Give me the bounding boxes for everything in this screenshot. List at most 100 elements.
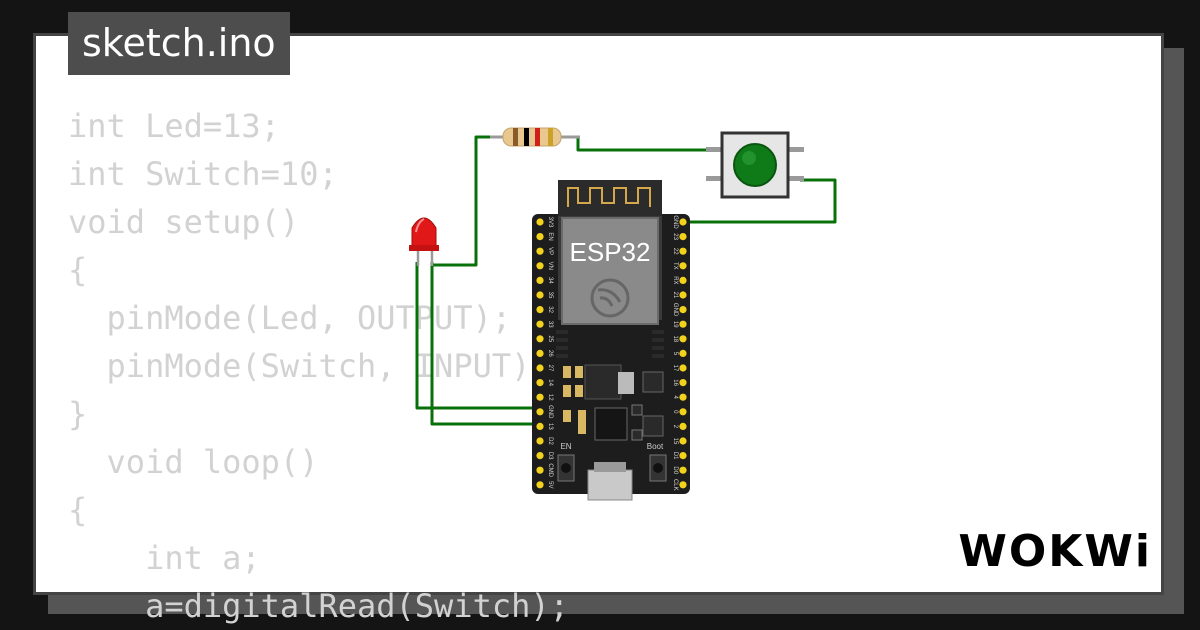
right-pin[interactable] (679, 364, 687, 372)
wire-resistor-to-button[interactable] (576, 137, 712, 152)
right-pin[interactable] (679, 422, 687, 430)
code-line: { (68, 491, 88, 529)
right-pin-label: CLK (672, 479, 678, 491)
wire-resistor-to-led[interactable] (431, 135, 492, 267)
right-pin-label: GND (672, 215, 678, 229)
right-pin[interactable] (679, 262, 687, 270)
left-pin[interactable] (536, 276, 544, 284)
left-pin-label: GND (547, 405, 553, 419)
code-line: void setup() (68, 203, 300, 241)
left-pin[interactable] (536, 306, 544, 314)
right-pin[interactable] (679, 466, 687, 474)
right-pin[interactable] (679, 247, 687, 255)
left-pin-label: 5V (547, 481, 553, 488)
left-pin-label: 25 (547, 335, 553, 342)
espressif-logo-icon (590, 278, 630, 318)
left-pin-label: 34 (547, 277, 553, 284)
right-pin[interactable] (679, 233, 687, 241)
pushbutton[interactable] (706, 131, 804, 199)
wokwi-logo: WOKWi (958, 526, 1152, 577)
esp32-board[interactable]: ESP32 EN Boot (532, 180, 690, 501)
left-pin-label: 26 (547, 350, 553, 357)
left-pin[interactable] (536, 218, 544, 226)
right-pin[interactable] (679, 408, 687, 416)
right-pin[interactable] (679, 291, 687, 299)
left-pin-label: 35 (547, 292, 553, 299)
right-pin-label: 15 (672, 438, 678, 445)
right-pin-label: 17 (672, 365, 678, 372)
left-pin-label: VP (547, 247, 553, 255)
left-pin[interactable] (536, 379, 544, 387)
left-pin-label: 12 (547, 394, 553, 401)
left-pin-label: 32 (547, 306, 553, 313)
code-line: pinMode(Switch, INPUT); (68, 347, 550, 385)
wire-led-to-pin13[interactable] (430, 262, 540, 426)
right-pin-label: 21 (672, 292, 678, 299)
wire-button-to-gnd[interactable] (688, 178, 837, 224)
right-pin[interactable] (679, 452, 687, 460)
left-pin[interactable] (536, 291, 544, 299)
code-line: void loop() (68, 443, 319, 481)
code-line: { (68, 251, 88, 289)
left-pin-header: 3V3ENVPVN343532332526271412GND13D2D3CMD5… (536, 217, 553, 489)
code-line: a=digitalRead(Switch); (68, 587, 569, 625)
wire-led-to-gnd[interactable] (415, 262, 540, 410)
file-tab[interactable]: sketch.ino (68, 12, 290, 75)
right-pin[interactable] (679, 335, 687, 343)
resistor[interactable] (490, 127, 580, 147)
code-background: int Led=13; int Switch=10; void setup() … (68, 102, 569, 630)
right-pin[interactable] (679, 393, 687, 401)
right-pin[interactable] (679, 437, 687, 445)
left-pin-label: 14 (547, 379, 553, 386)
left-pin-label: CMD (547, 463, 553, 477)
wires (415, 135, 837, 426)
led[interactable] (409, 217, 439, 266)
left-pin-label: EN (547, 232, 553, 240)
right-pin-label: TX (672, 262, 678, 270)
left-pin[interactable] (536, 408, 544, 416)
right-pin-label: 16 (672, 379, 678, 386)
left-pin[interactable] (536, 437, 544, 445)
left-pin[interactable] (536, 452, 544, 460)
right-pin[interactable] (679, 481, 687, 489)
right-pin[interactable] (679, 306, 687, 314)
left-pin[interactable] (536, 335, 544, 343)
left-pin[interactable] (536, 233, 544, 241)
left-pin-label: D2 (547, 437, 553, 445)
left-pin[interactable] (536, 364, 544, 372)
left-pin[interactable] (536, 247, 544, 255)
code-line: } (68, 395, 88, 433)
right-pin-label: D1 (672, 452, 678, 460)
right-pin[interactable] (679, 320, 687, 328)
left-pin-label: 3V3 (547, 217, 553, 228)
left-pin[interactable] (536, 349, 544, 357)
right-pin-label: 18 (672, 335, 678, 342)
right-pin[interactable] (679, 349, 687, 357)
left-pin-label: 27 (547, 365, 553, 372)
right-pin-label: D0 (672, 466, 678, 474)
right-pin-label: 0 (672, 410, 678, 414)
left-pin-label: D3 (547, 452, 553, 460)
right-pin[interactable] (679, 276, 687, 284)
left-pin[interactable] (536, 422, 544, 430)
right-pin-label: 23 (672, 233, 678, 240)
boot-button-label: Boot (647, 442, 664, 451)
right-pin-label: GND (672, 303, 678, 317)
left-pin[interactable] (536, 466, 544, 474)
right-pin[interactable] (679, 218, 687, 226)
left-pin-label: 33 (547, 321, 553, 328)
right-pin-label: 2 (672, 425, 678, 429)
left-pin[interactable] (536, 393, 544, 401)
right-pin-label: 4 (672, 396, 678, 400)
en-button-label: EN (560, 442, 571, 451)
left-pin-label: 13 (547, 423, 553, 430)
left-pin[interactable] (536, 481, 544, 489)
left-pin[interactable] (536, 320, 544, 328)
right-pin-label: 22 (672, 248, 678, 255)
code-line: pinMode(Led, OUTPUT); (68, 299, 512, 337)
left-pin[interactable] (536, 262, 544, 270)
right-pin[interactable] (679, 379, 687, 387)
code-line: int a; (68, 539, 261, 577)
